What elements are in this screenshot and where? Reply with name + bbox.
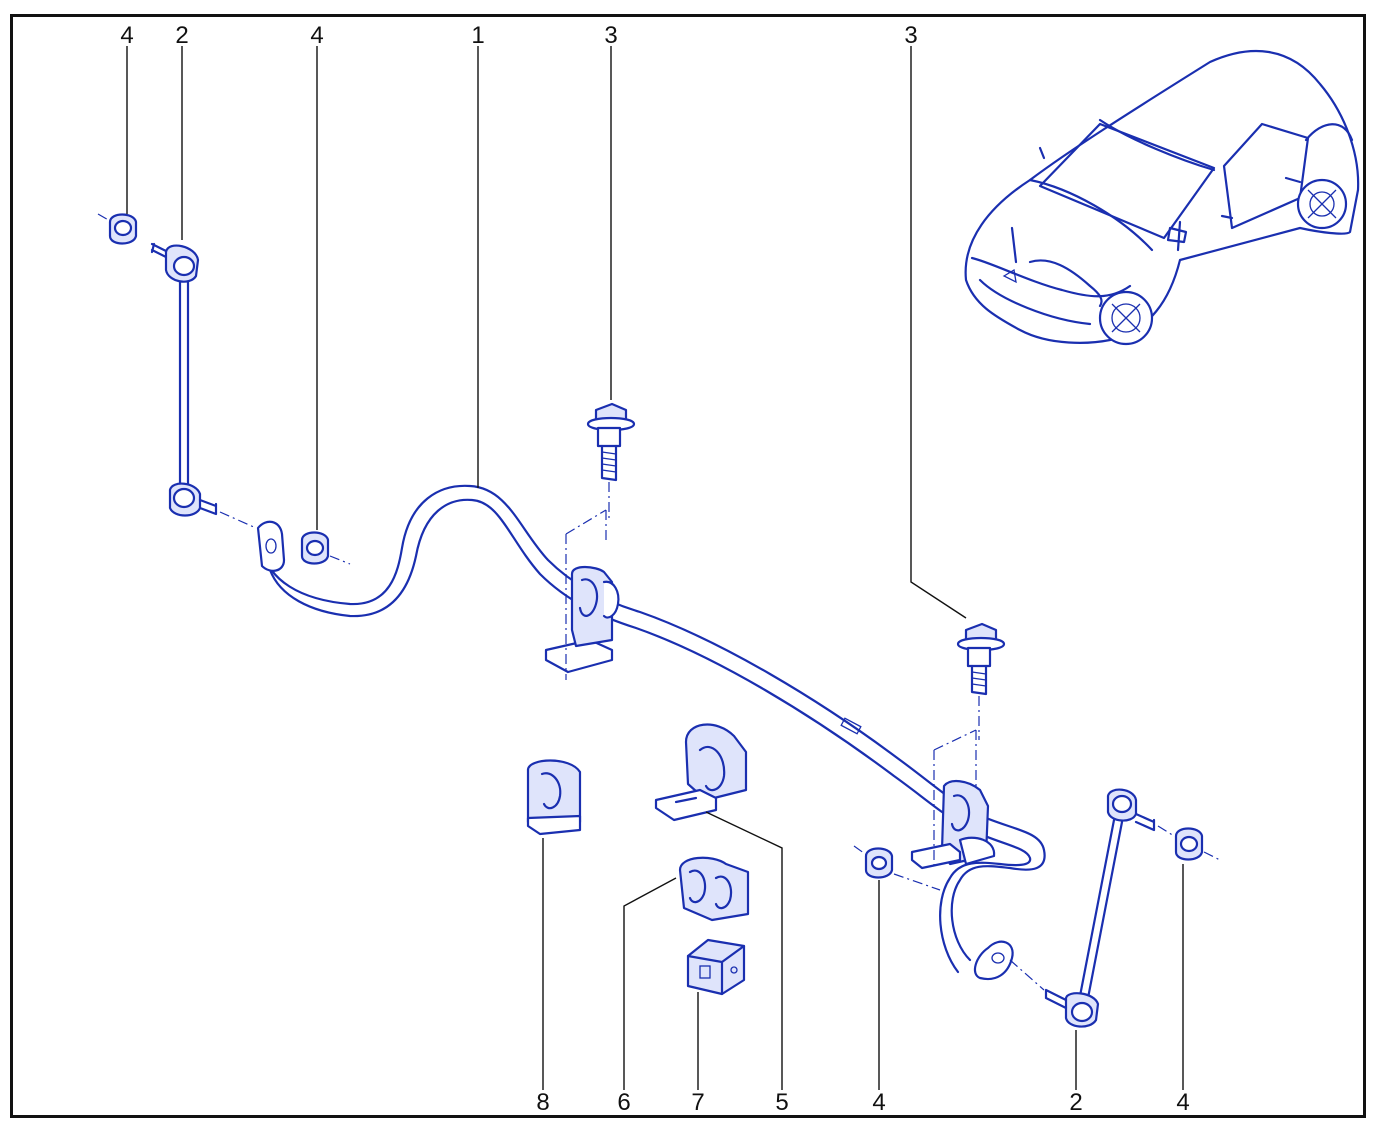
callout-3-top-left: 3 xyxy=(604,22,617,49)
nut-right-link xyxy=(1157,825,1221,861)
drop-link-right xyxy=(1009,788,1156,1028)
callout-2-bottom: 2 xyxy=(1069,1089,1082,1116)
callout-3-top-right: 3 xyxy=(904,22,917,49)
leader-lines xyxy=(126,46,1184,1090)
bush-6 xyxy=(678,856,750,922)
clamp-7 xyxy=(686,938,746,996)
callout-7-bottom: 7 xyxy=(691,1089,704,1116)
callout-4-top-mid: 4 xyxy=(310,22,323,49)
bush-8 xyxy=(526,759,582,836)
callout-1-top: 1 xyxy=(471,22,484,49)
bracket-5 xyxy=(654,723,748,822)
nut-left-bar xyxy=(300,531,351,565)
vehicle-location-thumbnail xyxy=(964,49,1360,346)
callout-4-top-left: 4 xyxy=(120,22,133,49)
callout-8-bottom: 8 xyxy=(536,1089,549,1116)
callout-2-top-left: 2 xyxy=(175,22,188,49)
bolt-left xyxy=(586,402,636,520)
anti-roll-bar xyxy=(256,484,1046,981)
callout-numbers: 4 2 4 1 3 3 8 6 7 5 4 2 4 xyxy=(120,22,1189,1116)
bolt-right xyxy=(956,622,1006,740)
callout-6-bottom: 6 xyxy=(617,1089,630,1116)
nut-right-bar xyxy=(853,845,941,891)
right-bracket-assembly xyxy=(910,729,996,870)
drop-link-left xyxy=(97,213,257,529)
callout-4-bottom-right: 4 xyxy=(1176,1089,1189,1116)
callout-4-bottom-mid: 4 xyxy=(872,1089,885,1116)
callout-5-bottom: 5 xyxy=(775,1089,788,1116)
left-bracket-assembly xyxy=(544,509,620,680)
diagram-frame xyxy=(10,14,1366,1118)
